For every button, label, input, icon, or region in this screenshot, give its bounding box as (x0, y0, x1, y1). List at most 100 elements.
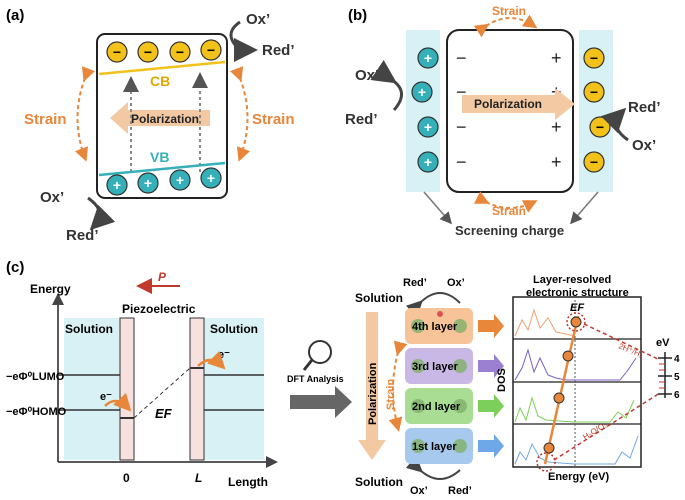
svg-text:−: − (590, 50, 598, 66)
svg-text:+: + (424, 154, 432, 170)
redox-arc-bottom-c (405, 456, 461, 480)
panel-b-label: (b) (348, 7, 367, 24)
red-bottom-c: Red’ (448, 485, 472, 497)
o-label: H₂O/O₂ (581, 420, 608, 442)
ox-right-label: Ox’ (632, 137, 656, 154)
red-right-label: Red’ (628, 99, 661, 116)
ox-bottom-label: Ox’ (40, 189, 64, 206)
layer-1: 1st layer (405, 428, 473, 464)
arrow-layer-2 (478, 394, 504, 418)
layer-2-label: 2nd layer (412, 401, 461, 413)
panel-b: (b) + + + + − − − − −−−− ++++ Polarizati… (345, 4, 661, 238)
polarization-arrow-c (358, 312, 386, 460)
panel-a: (a) − − − − CB Polarization VB + + + + S… (6, 7, 295, 244)
ef-top-label: EF (570, 302, 584, 314)
svg-text:−: − (456, 117, 467, 137)
ox-left-label: Ox’ (355, 67, 379, 84)
svg-text:+: + (113, 177, 121, 193)
redox-arrow-bottom (87, 196, 116, 231)
fermi-shift-line (543, 315, 580, 465)
lumo-label: −eΦ⁰LUMO (6, 371, 65, 383)
electron-transfer-arrow-1 (104, 392, 132, 412)
positive-charges: + + + + (106, 167, 222, 196)
vb-label: VB (150, 149, 169, 165)
layer-1-label: 1st layer (412, 441, 457, 453)
solution-top-label: Solution (355, 291, 403, 305)
solution-right-bg (204, 318, 264, 460)
dos-panel: Layer-resolved electronic structure EF 2… (496, 274, 680, 483)
red-top-c: Red’ (403, 277, 427, 289)
screening-label: Screening charge (455, 223, 564, 238)
solution-bottom-label: Solution (355, 475, 403, 489)
svg-text:+: + (418, 84, 426, 100)
tick-l: L (195, 471, 202, 485)
ox-top-label: Ox’ (246, 11, 270, 28)
negative-charges: − − − − (106, 39, 222, 63)
layer-3: 3rd layer (405, 348, 473, 384)
strain-arc-bottom (473, 191, 538, 213)
electron-label-2: e⁻ (218, 349, 230, 361)
strain-arc-right (229, 66, 251, 162)
panel-a-label: (a) (6, 7, 24, 24)
redox-arc-top-c (405, 292, 461, 318)
dos-curve-4 (514, 308, 575, 337)
redox-arrow-top (229, 20, 258, 62)
piezoelectric-label: Piezoelectric (122, 302, 196, 316)
arrow-layer-4 (478, 314, 504, 338)
svg-text:−: − (207, 42, 215, 58)
arrow-layer-1 (478, 434, 504, 458)
strain-arc-c (388, 340, 408, 432)
solution-left-label: Solution (65, 322, 113, 336)
svg-text:+: + (424, 50, 432, 66)
solution-left-bg (64, 318, 120, 460)
svg-text:+: + (551, 152, 562, 172)
energy-axis-label: Energy (30, 282, 71, 296)
polarization-arrow-b (462, 88, 575, 120)
layer-title-2: electronic structure (526, 287, 629, 299)
svg-text:−: − (590, 154, 598, 170)
layer-4: 4th layer (405, 308, 473, 344)
strain-bottom-label: Strain (492, 204, 526, 218)
dos-curve-1 (514, 435, 639, 465)
svg-text:−: − (456, 152, 467, 172)
svg-text:−: − (456, 82, 467, 102)
dft-label: DFT Analysis (287, 374, 344, 384)
cb-line (98, 60, 226, 76)
svg-text:−: − (590, 84, 598, 100)
layer-title-1: Layer-resolved (533, 274, 611, 286)
solution-right-label: Solution (210, 322, 258, 336)
dos-curve-3 (514, 348, 637, 381)
polarization-arrow (110, 102, 210, 134)
strain-arc-left (74, 66, 96, 162)
fermi-gradient (133, 367, 191, 419)
tick-zero: 0 (123, 471, 130, 485)
vb-line (98, 161, 226, 177)
dft-arrow (290, 386, 352, 418)
length-axis-label: Length (228, 475, 268, 489)
ox-bottom-c: Ox’ (410, 485, 428, 497)
ef-label: EF (155, 406, 173, 421)
ev-tick-5: 5 (674, 372, 680, 383)
arrow-layer-3 (478, 354, 504, 378)
svg-text:−: − (144, 44, 152, 60)
svg-text:+: + (551, 48, 562, 68)
ev-tick-4: 4 (674, 354, 680, 365)
strain-left-label: Strain (24, 111, 67, 128)
svg-text:−: − (596, 119, 604, 135)
layer-2: 2nd layer (405, 388, 473, 424)
red-top-label: Red’ (262, 42, 295, 59)
electron-transfer-arrow-2 (197, 350, 226, 370)
barrier-right (189, 317, 205, 461)
screening-pointer-right (570, 191, 599, 225)
panel-c-label: (c) (6, 259, 24, 276)
strain-right-label: Strain (252, 111, 295, 128)
layer-4-label: 4th layer (412, 321, 458, 333)
ev-tick-6: 6 (674, 390, 680, 401)
strain-arc-top (473, 14, 538, 38)
redox-arrow-left (370, 60, 403, 111)
h-level-connector (583, 323, 661, 361)
svg-text:−: − (456, 48, 467, 68)
strain-top-label: Strain (492, 4, 526, 18)
panel-c-band-diagram: (c) Energy Length 0 L P Piezoelectric So… (6, 259, 278, 489)
